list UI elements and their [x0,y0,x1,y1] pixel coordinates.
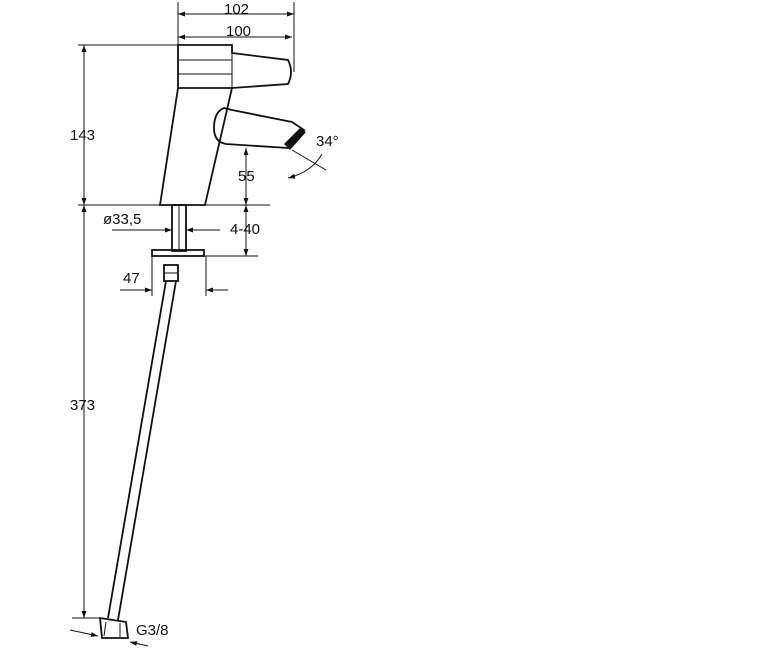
dim-label-55: 55 [238,168,255,185]
dim-label-clamp: 4-40 [230,221,260,238]
dim-label-143: 143 [70,127,95,144]
flex-hose [98,280,177,639]
faucet-body [158,44,306,206]
dimension-thread: G3/8 [69,622,169,647]
dim-label-102: 102 [224,1,249,18]
dimension-100: 100 [178,23,292,40]
dimension-clamp: 4-40 [204,205,260,257]
dim-label-diameter: ø33,5 [103,211,141,228]
dim-label-100: 100 [226,23,251,40]
dimension-diameter: ø33,5 [103,211,220,233]
dimension-143: 143 [70,44,178,206]
dim-label-47: 47 [123,270,140,287]
mounting-shank [151,204,205,282]
dim-label-373: 373 [70,397,95,414]
dimension-102: 102 [177,1,295,72]
dimension-47: 47 [120,256,228,296]
dimension-55: 55 [205,148,270,206]
dimension-373: 373 [70,205,100,619]
dim-label-angle: 34° [316,133,339,150]
dim-label-thread: G3/8 [136,622,169,639]
dimension-angle: 34° [287,133,339,179]
